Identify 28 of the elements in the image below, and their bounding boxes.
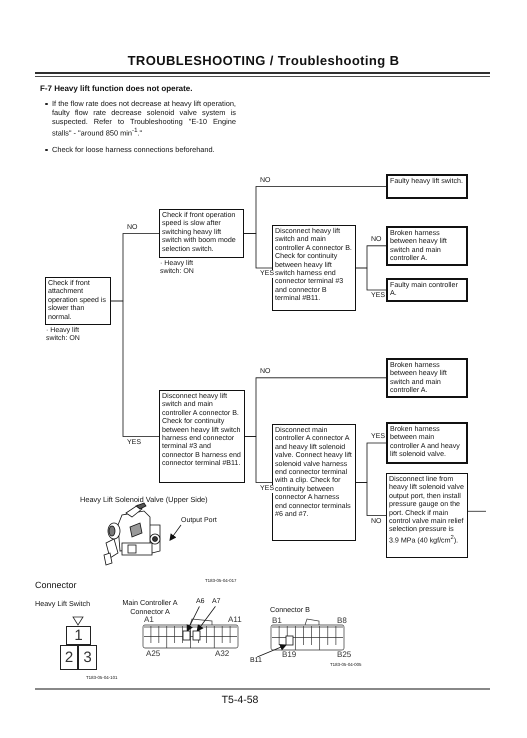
connector-terminal — [193, 631, 200, 640]
pin-number: B8 — [337, 616, 347, 626]
pin-number: A25 — [146, 649, 160, 659]
connector-line — [110, 300, 160, 437]
page-number: T5-4-58 — [220, 694, 260, 707]
connector-line — [356, 482, 386, 516]
terminal-number: 3 — [78, 645, 97, 670]
connector-line — [244, 233, 272, 268]
leader-line — [196, 606, 216, 632]
terminal-number: 2 — [60, 645, 78, 670]
pin-number: B1 — [272, 616, 282, 626]
connector-line — [244, 436, 272, 483]
connector-line — [356, 268, 386, 290]
pin-number: A1 — [144, 615, 154, 625]
leader-line — [256, 644, 287, 658]
leader-line — [468, 510, 486, 512]
pin-number: B25 — [337, 650, 352, 660]
leader-line — [186, 606, 200, 632]
section-heading: F-7 Heavy lift function does not operate. — [40, 84, 192, 94]
page-title: TROUBLESHOOTING / Troubleshooting B — [126, 53, 400, 68]
connector-terminal — [286, 636, 293, 645]
terminal-number: 1 — [66, 626, 91, 645]
section-label: Connector — [35, 580, 78, 591]
pin-number: A32 — [215, 649, 230, 659]
pin-number: B19 — [282, 650, 296, 660]
pin-number: A11 — [228, 615, 242, 625]
connector-terminal — [183, 631, 190, 640]
leader-line — [169, 524, 182, 541]
